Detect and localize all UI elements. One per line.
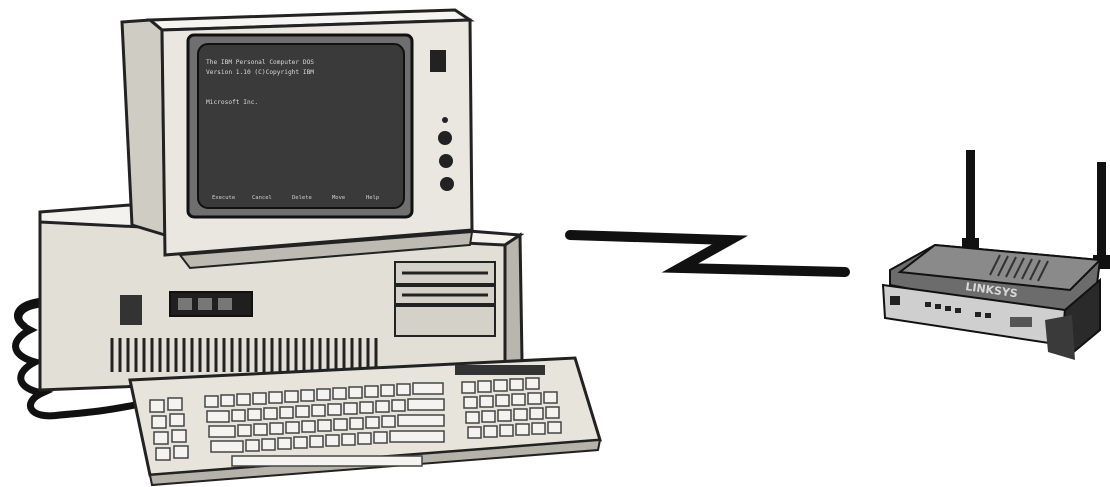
screen-line: Microsoft Inc. (206, 99, 258, 106)
crt-monitor: The IBM Personal Computer DOS Version 1.… (122, 10, 472, 268)
function-key-label: Cancel (252, 195, 272, 201)
knob-icon (439, 154, 453, 168)
function-key-label: Help (366, 195, 379, 201)
antenna (1097, 162, 1106, 262)
function-key-label: Move (332, 195, 345, 201)
wireless-router-icon: LINKSYS (883, 150, 1110, 360)
screen-line: Version 1.10 (C)Copyright IBM (206, 69, 314, 76)
function-key-label: Execute (212, 195, 235, 201)
knob-icon (438, 131, 452, 145)
drive-bays (395, 262, 495, 336)
desktop-computer-icon: The IBM Personal Computer DOS Version 1.… (16, 10, 600, 485)
antenna (966, 150, 975, 245)
screen-line: The IBM Personal Computer DOS (206, 59, 314, 66)
function-key-label: Delete (292, 195, 312, 201)
monitor-badge (430, 50, 446, 72)
wireless-link-icon (570, 235, 845, 272)
knob-icon (440, 177, 454, 191)
keyboard (130, 358, 600, 485)
